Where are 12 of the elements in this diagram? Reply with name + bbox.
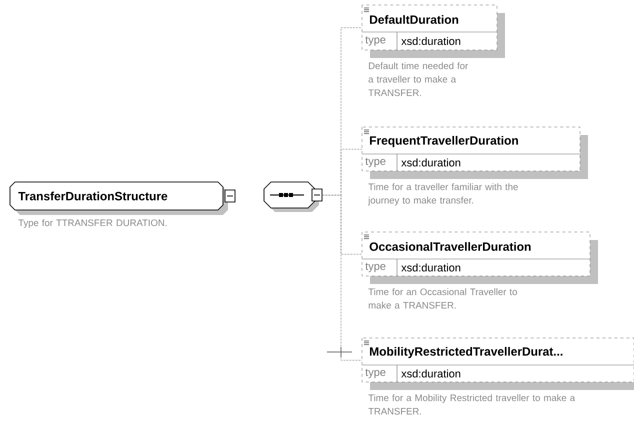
element-box: FrequentTravellerDuration type xsd:duration [362,126,588,179]
description-text: Type for TTRANSFER DURATION. [18,219,166,228]
element-box: MobilityRestrictedTravellerDurat... type xsd:duration [362,338,634,390]
element-box: OccasionalTravellerDuration type xsd:duration [362,232,598,284]
description-text: Time for a traveller familiar with the journey to make transfer. [368,183,518,206]
description-text: Default time needed for a traveller to make a TRANSFER. [368,62,468,96]
complex-type-box: TransferDurationStructure [10,182,236,215]
description-text: Time for a Mobility Restricted traveller to make a TRANSFER. [368,394,576,415]
tree-connector [322,194,362,360]
element-box: DefaultDuration type xsd:duration [362,4,505,58]
sequence-compositor [264,182,322,212]
description-text: Time for an Occasional Traveller to make a TRANSFER. [368,288,517,309]
